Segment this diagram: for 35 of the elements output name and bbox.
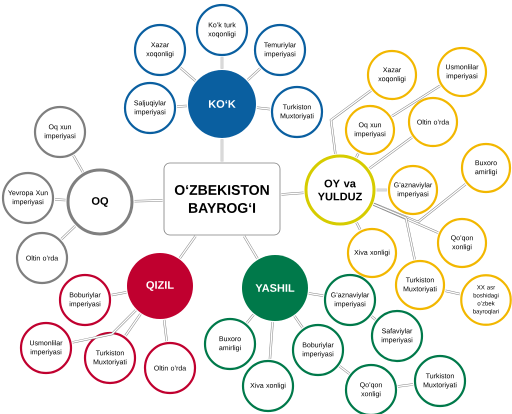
connector-line	[355, 222, 362, 230]
connector-line	[330, 90, 372, 154]
connector-line	[373, 183, 466, 224]
connector-line	[338, 365, 350, 375]
connector-line	[134, 199, 163, 202]
connector-line	[180, 66, 196, 82]
connector-line	[445, 290, 460, 296]
connector-line	[373, 203, 439, 234]
connector-line	[256, 106, 270, 110]
connector-line	[368, 136, 413, 170]
connector-line	[220, 139, 224, 162]
connector-line	[373, 203, 416, 260]
connector-line	[55, 198, 66, 202]
connector-line	[246, 314, 255, 324]
connector-line	[111, 291, 127, 296]
connector-line	[281, 192, 304, 196]
connector-line	[243, 236, 259, 260]
connector-line	[177, 104, 187, 108]
connector-line	[60, 225, 76, 240]
connector-line	[294, 315, 304, 328]
connector-line	[220, 57, 224, 69]
connector-line	[355, 152, 360, 158]
connector-line	[268, 322, 274, 360]
connector-line	[124, 313, 142, 336]
connector-line	[246, 68, 261, 81]
connector-line	[398, 383, 414, 388]
connector-line	[162, 320, 168, 342]
connector-line	[72, 154, 84, 173]
connector-line	[376, 188, 387, 192]
connector-line	[178, 236, 196, 259]
title-box: O‘ZBEKISTON BAYROG‘I	[164, 162, 280, 236]
connector-line	[72, 309, 137, 344]
connector-line	[370, 316, 376, 320]
connector-line	[308, 292, 324, 297]
connector-line	[391, 84, 441, 118]
